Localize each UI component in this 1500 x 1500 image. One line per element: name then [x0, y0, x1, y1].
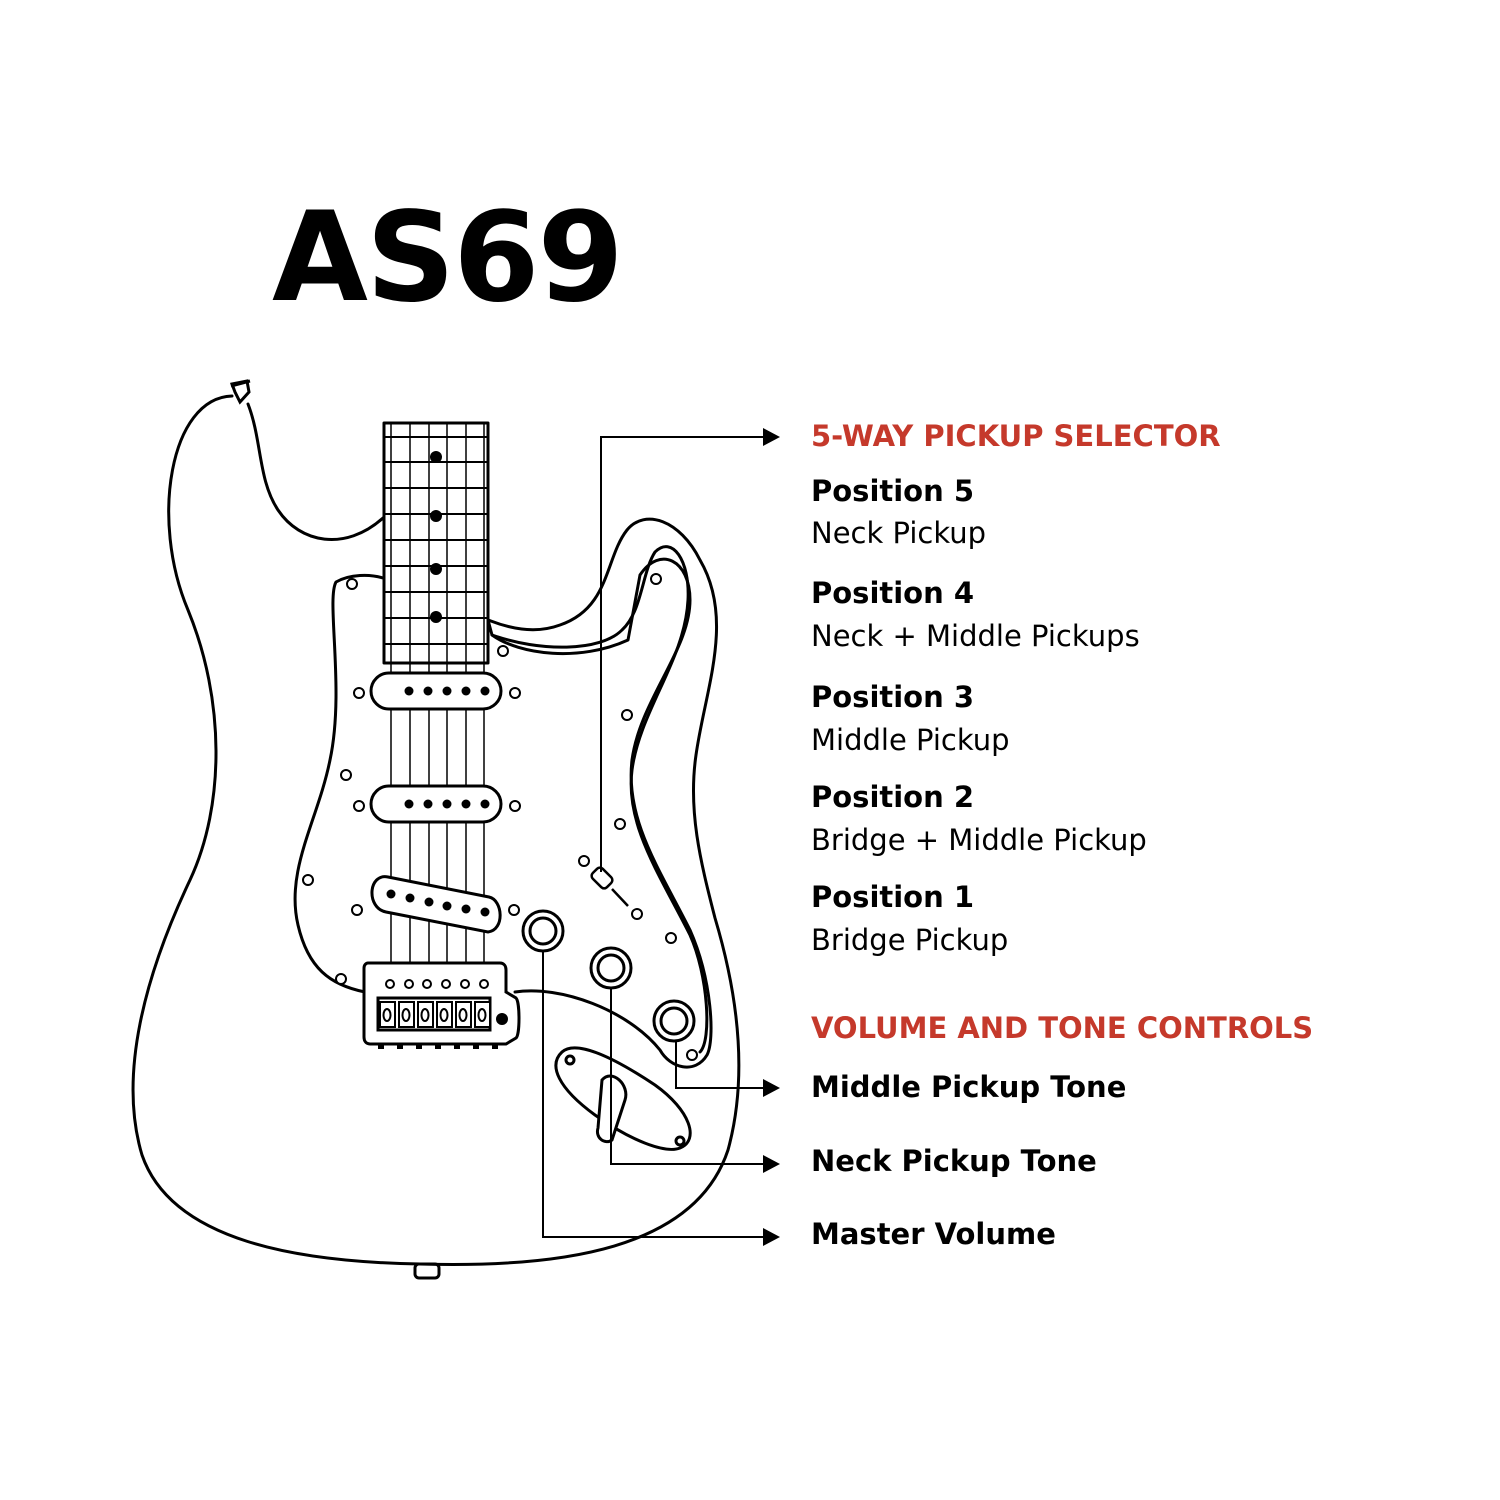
- middle-tone-arrowhead: [763, 1079, 780, 1097]
- bridge-tabs: [378, 1044, 498, 1049]
- pickguard-right-edge: [490, 545, 709, 1054]
- position-2-desc: Bridge + Middle Pickup: [811, 823, 1147, 857]
- neck-pickup: [369, 671, 503, 711]
- selector-callout-line: [600, 436, 763, 872]
- position-5-title: Position 5: [811, 474, 975, 508]
- strap-button-top: [229, 379, 251, 405]
- master-volume-label: Master Volume: [811, 1217, 1056, 1251]
- master-volume-callout-line: [542, 951, 763, 1238]
- upper-horn-outline: [246, 402, 385, 541]
- master-volume-arrowhead: [763, 1228, 780, 1246]
- controls-heading: VOLUME AND TONE CONTROLS: [811, 1011, 1314, 1045]
- position-4-title: Position 4: [811, 576, 975, 610]
- master-volume-knob: [521, 909, 565, 953]
- middle-pickup: [369, 784, 503, 824]
- bridge-screw: [496, 1013, 508, 1025]
- middle-tone-callout-line: [675, 1041, 763, 1089]
- position-4-desc: Neck + Middle Pickups: [811, 619, 1140, 653]
- position-2-title: Position 2: [811, 780, 975, 814]
- position-3-title: Position 3: [811, 680, 975, 714]
- neck: [382, 421, 490, 665]
- pickup-poles: [386, 686, 490, 917]
- bridge-pickup: [370, 875, 502, 934]
- selector-arrowhead: [763, 428, 780, 446]
- position-3-desc: Middle Pickup: [811, 723, 1010, 757]
- middle-pickup-tone-label: Middle Pickup Tone: [811, 1070, 1127, 1104]
- bridge-saddles: [379, 979, 491, 1028]
- selector-switch: [590, 866, 629, 907]
- fret-markers: [430, 451, 442, 623]
- position-1-title: Position 1: [811, 880, 975, 914]
- neck-tone-knob: [589, 946, 633, 990]
- position-5-desc: Neck Pickup: [811, 516, 987, 550]
- pickguard-screws: [302, 573, 698, 1061]
- position-1-desc: Bridge Pickup: [811, 923, 1009, 957]
- strap-button-bottom: [413, 1262, 441, 1280]
- middle-tone-knob: [652, 999, 696, 1043]
- neck-tone-callout-line: [610, 988, 763, 1165]
- model-title: AS69: [272, 186, 624, 330]
- guitar-body-outline: [131, 394, 741, 1266]
- neck-tone-arrowhead: [763, 1155, 780, 1173]
- pickguard-outline: [293, 573, 385, 994]
- selector-heading: 5-WAY PICKUP SELECTOR: [811, 419, 1221, 453]
- neck-pickup-tone-label: Neck Pickup Tone: [811, 1144, 1097, 1178]
